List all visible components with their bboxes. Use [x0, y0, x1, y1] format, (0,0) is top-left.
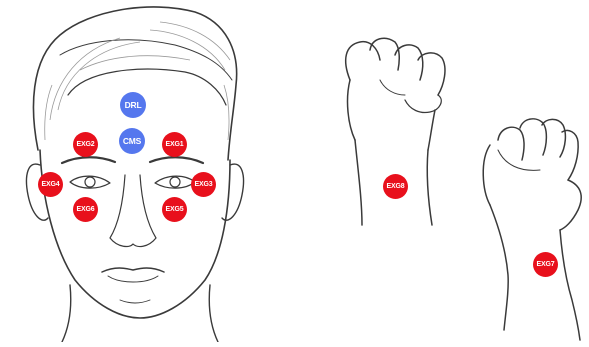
electrode-cms: CMS	[119, 128, 145, 154]
electrode-exg3: EXG3	[191, 172, 216, 197]
electrode-cms-label: CMS	[123, 136, 141, 146]
electrode-exg5-label: EXG5	[166, 206, 184, 213]
electrode-exg7-label: EXG7	[537, 261, 555, 268]
electrode-exg6: EXG6	[73, 197, 98, 222]
electrode-exg6-label: EXG6	[77, 206, 95, 213]
electrode-exg1: EXG1	[162, 132, 187, 157]
electrode-exg5: EXG5	[162, 197, 187, 222]
electrode-exg1-label: EXG1	[166, 141, 184, 148]
electrode-exg8-label: EXG8	[387, 183, 405, 190]
electrode-exg2: EXG2	[73, 132, 98, 157]
electrode-drl-label: DRL	[125, 100, 142, 110]
electrode-exg7: EXG7	[533, 252, 558, 277]
electrode-exg4-label: EXG4	[42, 181, 60, 188]
electrode-exg3-label: EXG3	[195, 181, 213, 188]
electrode-exg4: EXG4	[38, 172, 63, 197]
electrode-exg8: EXG8	[383, 174, 408, 199]
electrode-exg2-label: EXG2	[77, 141, 95, 148]
hand-sketch-right	[483, 119, 581, 340]
electrode-drl: DRL	[120, 92, 146, 118]
